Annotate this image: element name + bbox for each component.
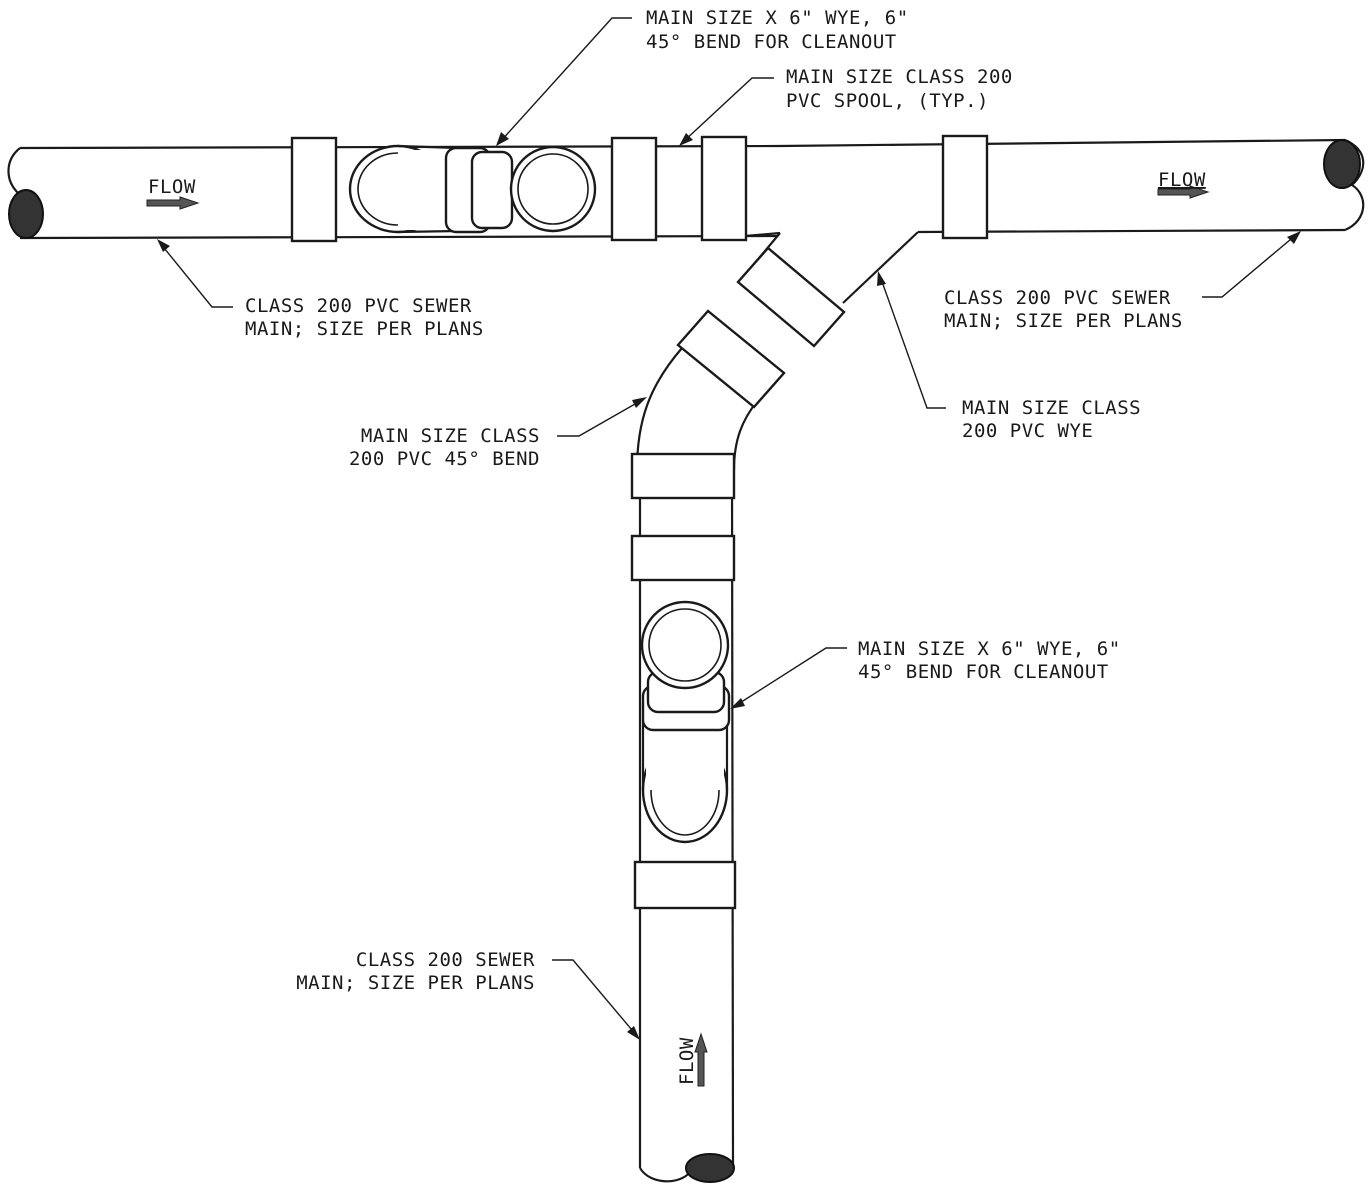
svg-text:CLASS 200 PVC SEWER: CLASS 200 PVC SEWER (944, 287, 1171, 309)
label-lower-cleanout: MAIN SIZE X 6" WYE, 6" 45° BEND FOR CLEA… (858, 638, 1121, 683)
collar-3 (700, 135, 748, 242)
lower-cleanout-fitting (640, 600, 731, 844)
svg-text:MAIN SIZE X 6" WYE, 6": MAIN SIZE X 6" WYE, 6" (858, 638, 1121, 660)
flow-label-right: FLOW (1158, 169, 1206, 191)
label-top-cleanout: MAIN SIZE X 6" WYE, 6" 45° BEND FOR CLEA… (646, 7, 909, 53)
label-main-right: CLASS 200 PVC SEWER MAIN; SIZE PER PLANS (944, 287, 1183, 332)
collar-2 (610, 136, 658, 242)
svg-text:CLASS 200 SEWER: CLASS 200 SEWER (356, 949, 535, 971)
leader-main-left (159, 242, 233, 308)
svg-text:MAIN; SIZE PER PLANS: MAIN; SIZE PER PLANS (296, 972, 535, 994)
svg-text:PVC SPOOL, (TYP.): PVC SPOOL, (TYP.) (786, 90, 989, 112)
collar-1 (290, 136, 338, 243)
pipe-end-bottom (685, 1153, 735, 1183)
leader-top-cleanout (499, 17, 632, 143)
label-wye: MAIN SIZE CLASS 200 PVC WYE (962, 397, 1141, 442)
collar-4 (941, 134, 989, 240)
flow-arrow-right (1157, 185, 1210, 199)
label-main-left: CLASS 200 PVC SEWER MAIN; SIZE PER PLANS (245, 295, 484, 340)
svg-text:45° BEND FOR CLEANOUT: 45° BEND FOR CLEANOUT (646, 31, 897, 53)
collar-5 (630, 452, 736, 500)
svg-text:CLASS 200 PVC SEWER: CLASS 200 PVC SEWER (245, 295, 472, 317)
svg-text:MAIN SIZE CLASS 200: MAIN SIZE CLASS 200 (786, 66, 1013, 88)
leader-main-right (1202, 233, 1298, 298)
leader-wye (879, 275, 946, 409)
svg-text:MAIN SIZE X 6" WYE, 6": MAIN SIZE X 6" WYE, 6" (646, 7, 909, 29)
pipe-end-right (1323, 139, 1361, 189)
svg-text:MAIN SIZE CLASS: MAIN SIZE CLASS (962, 397, 1141, 419)
leader-spool (682, 77, 774, 143)
svg-text:MAIN; SIZE PER PLANS: MAIN; SIZE PER PLANS (944, 310, 1183, 332)
svg-text:200 PVC 45° BEND: 200 PVC 45° BEND (349, 448, 540, 470)
label-main-bottom: CLASS 200 SEWER MAIN; SIZE PER PLANS (296, 949, 535, 994)
label-bend45: MAIN SIZE CLASS 200 PVC 45° BEND (349, 425, 540, 470)
leader-lower-cleanout (734, 647, 847, 707)
leader-main-bottom (552, 959, 638, 1037)
flow-arrow-left (146, 196, 200, 210)
top-cleanout-fitting (348, 144, 597, 234)
svg-text:45° BEND FOR CLEANOUT: 45° BEND FOR CLEANOUT (858, 661, 1109, 683)
leader-bend45 (557, 399, 643, 437)
flow-label-bottom: FLOW (676, 1037, 698, 1085)
svg-text:MAIN; SIZE PER PLANS: MAIN; SIZE PER PLANS (245, 318, 484, 340)
flow-label-left: FLOW (148, 176, 196, 198)
svg-text:200 PVC WYE: 200 PVC WYE (962, 420, 1093, 442)
label-spool: MAIN SIZE CLASS 200 PVC SPOOL, (TYP.) (786, 66, 1013, 112)
pipe-end-left (8, 189, 44, 239)
flow-arrow-bottom (694, 1032, 708, 1087)
svg-text:MAIN SIZE CLASS: MAIN SIZE CLASS (361, 425, 540, 447)
collar-7 (633, 860, 737, 910)
wye-collars (676, 246, 846, 409)
collar-6 (630, 534, 736, 582)
